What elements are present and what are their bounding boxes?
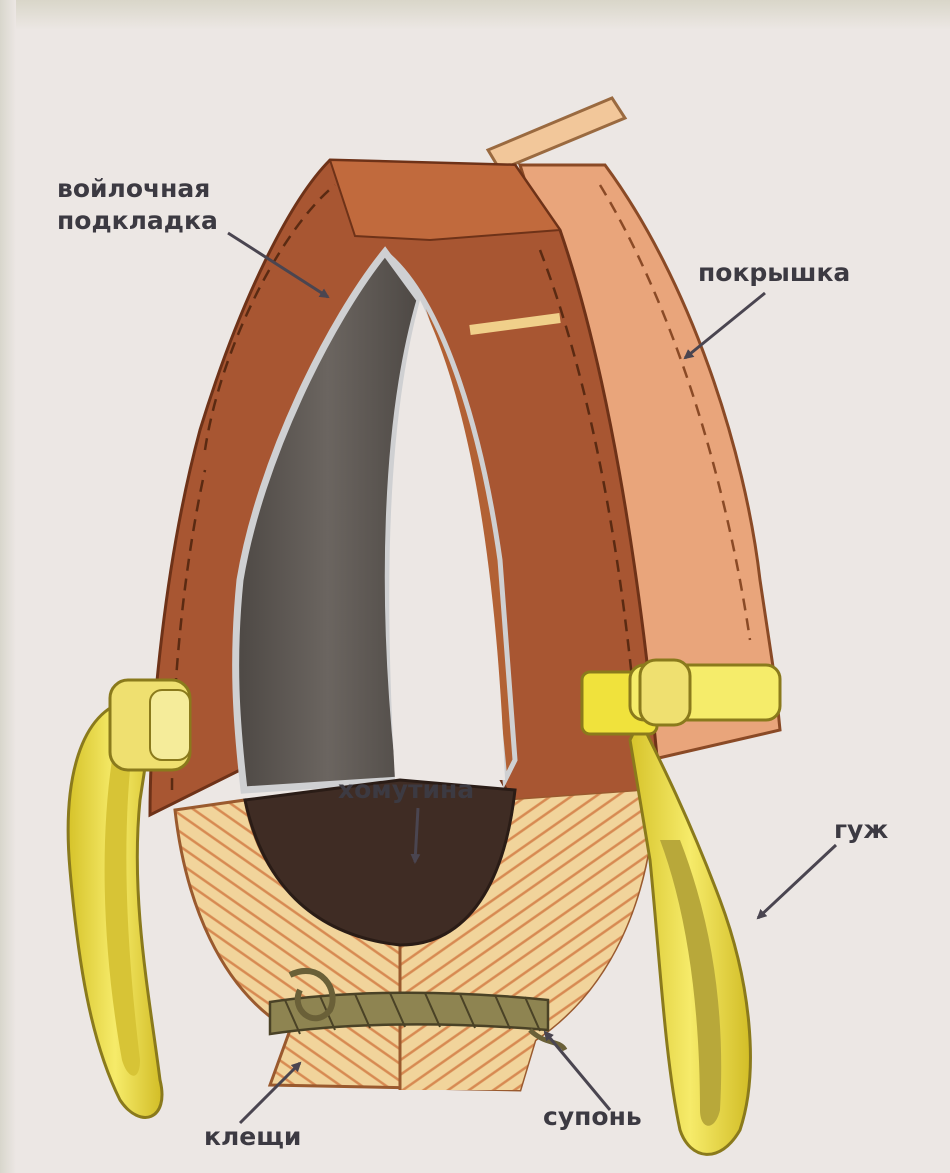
top-stick [488, 98, 625, 170]
collar-frame-label: хомутина [338, 775, 474, 805]
hame-strap-label: супонь [543, 1102, 642, 1132]
hames-label: клещи [204, 1122, 301, 1152]
felt-lining-label-line2: подкладка [57, 206, 218, 236]
arrow-cover [685, 293, 765, 358]
felt-lining-label-line1: войлочная [57, 174, 210, 204]
left-strap [68, 680, 190, 1117]
arrow-tug-loop [758, 845, 836, 918]
arrow-hames [240, 1063, 300, 1123]
cover-label: покрышка [698, 258, 850, 288]
tug-loop-label: гуж [834, 815, 888, 845]
arrow-hame-strap [545, 1032, 610, 1110]
